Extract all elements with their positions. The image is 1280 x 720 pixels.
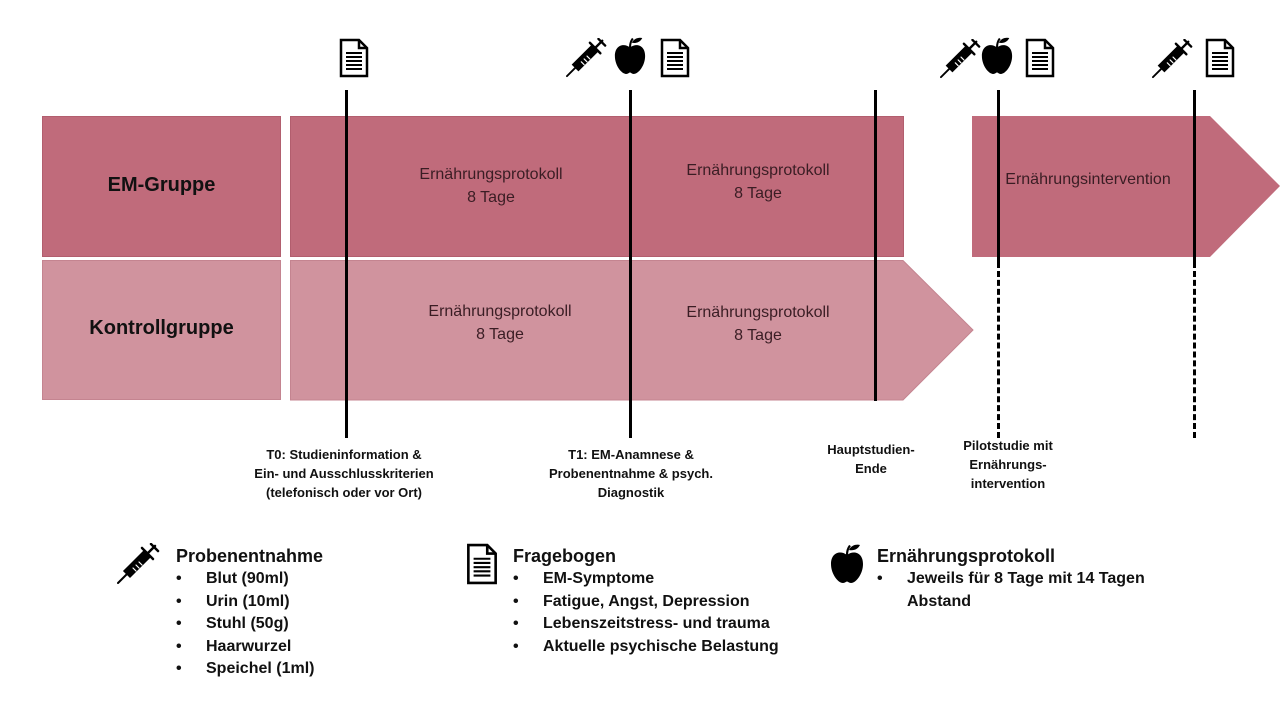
pilot-timeline-line <box>997 90 1000 262</box>
phase-line: Ernährungsprotokoll <box>428 303 572 320</box>
em-group-label: EM-Gruppe <box>107 174 216 196</box>
phase-line: 8 Tage <box>734 185 782 202</box>
syringe-icon <box>940 39 982 79</box>
milestone-t1-label: T1: EM-Anamnese & Probenentnahme & psych… <box>526 445 736 502</box>
em-phase-3-text: Ernährungsintervention <box>988 168 1188 191</box>
document-icon <box>338 38 370 78</box>
legend-ernaehrung-list: Jeweils für 8 Tage mit 14 Tagen Abstand <box>877 568 1157 613</box>
t0-timeline-line <box>345 90 348 438</box>
milestone-line: Probenentnahme & psych. <box>549 466 713 481</box>
milestone-pilot-label: Pilotstudie mit Ernährungs- intervention <box>948 436 1068 493</box>
syringe-icon <box>566 38 608 78</box>
legend-frage-list: EM-Symptome Fatigue, Angst, Depression L… <box>513 568 779 658</box>
syringe-icon <box>117 543 161 585</box>
milestone-line: Diagnostik <box>597 485 665 500</box>
milestone-t0-label: T0: Studieninformation & Ein- und Aussch… <box>234 445 454 502</box>
kontroll-phase-2-text: Ernährungsprotokoll 8 Tage <box>663 301 853 347</box>
apple-icon <box>829 542 865 586</box>
document-icon <box>1204 38 1236 78</box>
milestone-ende-label: Hauptstudien- Ende <box>811 440 931 478</box>
kontroll-group-label: Kontrollgruppe <box>89 317 234 339</box>
list-item: Jeweils für 8 Tage mit 14 Tagen Abstand <box>877 568 1157 613</box>
phase-line: Ernährungsprotokoll <box>686 304 830 321</box>
kontroll-phase-1-text: Ernährungsprotokoll 8 Tage <box>405 300 595 346</box>
document-icon <box>465 543 499 585</box>
list-item: Stuhl (50g) <box>176 613 314 636</box>
phase-line: Ernährungsprotokoll <box>419 166 563 183</box>
apple-icon <box>980 36 1014 76</box>
milestone-line: Ende <box>855 461 887 476</box>
phase-line: 8 Tage <box>734 327 782 344</box>
em-phase-1-text: Ernährungsprotokoll 8 Tage <box>396 163 586 209</box>
syringe-icon <box>1152 39 1194 79</box>
milestone-line: Hauptstudien- <box>827 442 915 457</box>
list-item: Haarwurzel <box>176 636 314 659</box>
pilot-timeline-dashed <box>997 262 1000 438</box>
phase-line: 8 Tage <box>467 189 515 206</box>
legend-ernaehrung-title: Ernährungsprotokoll <box>877 546 1056 566</box>
milestone-line: intervention <box>970 476 1046 491</box>
milestone-line: Ernährungs- <box>969 457 1047 472</box>
kontroll-phase-arrow <box>290 260 974 401</box>
phase-line: Ernährungsintervention <box>1005 171 1171 188</box>
list-item: Fatigue, Angst, Depression <box>513 591 779 614</box>
apple-icon <box>613 36 647 76</box>
milestone-line: Pilotstudie mit <box>963 438 1053 453</box>
t1-timeline-line <box>629 90 632 438</box>
list-item: Urin (10ml) <box>176 591 314 614</box>
kontroll-group-label-box <box>42 260 281 400</box>
ende-timeline-line <box>874 90 877 401</box>
legend-probe-title: Probenentnahme <box>176 546 324 566</box>
milestone-line: Ein- und Ausschlusskriterien <box>254 466 434 481</box>
em-group-label-box <box>42 116 281 257</box>
em-phase-bar <box>290 116 904 257</box>
document-icon <box>1024 38 1056 78</box>
phase-line: Ernährungsprotokoll <box>686 162 830 179</box>
milestone-line: T1: EM-Anamnese & <box>568 447 694 462</box>
legend-frage-title: Fragebogen <box>513 546 617 566</box>
list-item: EM-Symptome <box>513 568 779 591</box>
list-item: Aktuelle psychische Belastung <box>513 636 779 659</box>
document-icon <box>659 38 691 78</box>
followup-timeline-line <box>1193 90 1196 262</box>
legend-probe-list: Blut (90ml) Urin (10ml) Stuhl (50g) Haar… <box>176 568 314 681</box>
list-item: Blut (90ml) <box>176 568 314 591</box>
em-phase-2-text: Ernährungsprotokoll 8 Tage <box>663 159 853 205</box>
list-item: Speichel (1ml) <box>176 658 314 681</box>
milestone-line: (telefonisch oder vor Ort) <box>265 485 423 500</box>
phase-line: 8 Tage <box>476 326 524 343</box>
milestone-line: T0: Studieninformation & <box>266 447 422 462</box>
em-intervention-arrow <box>972 116 1280 257</box>
list-item: Lebenszeitstress- und trauma <box>513 613 779 636</box>
followup-timeline-dashed <box>1193 262 1196 438</box>
